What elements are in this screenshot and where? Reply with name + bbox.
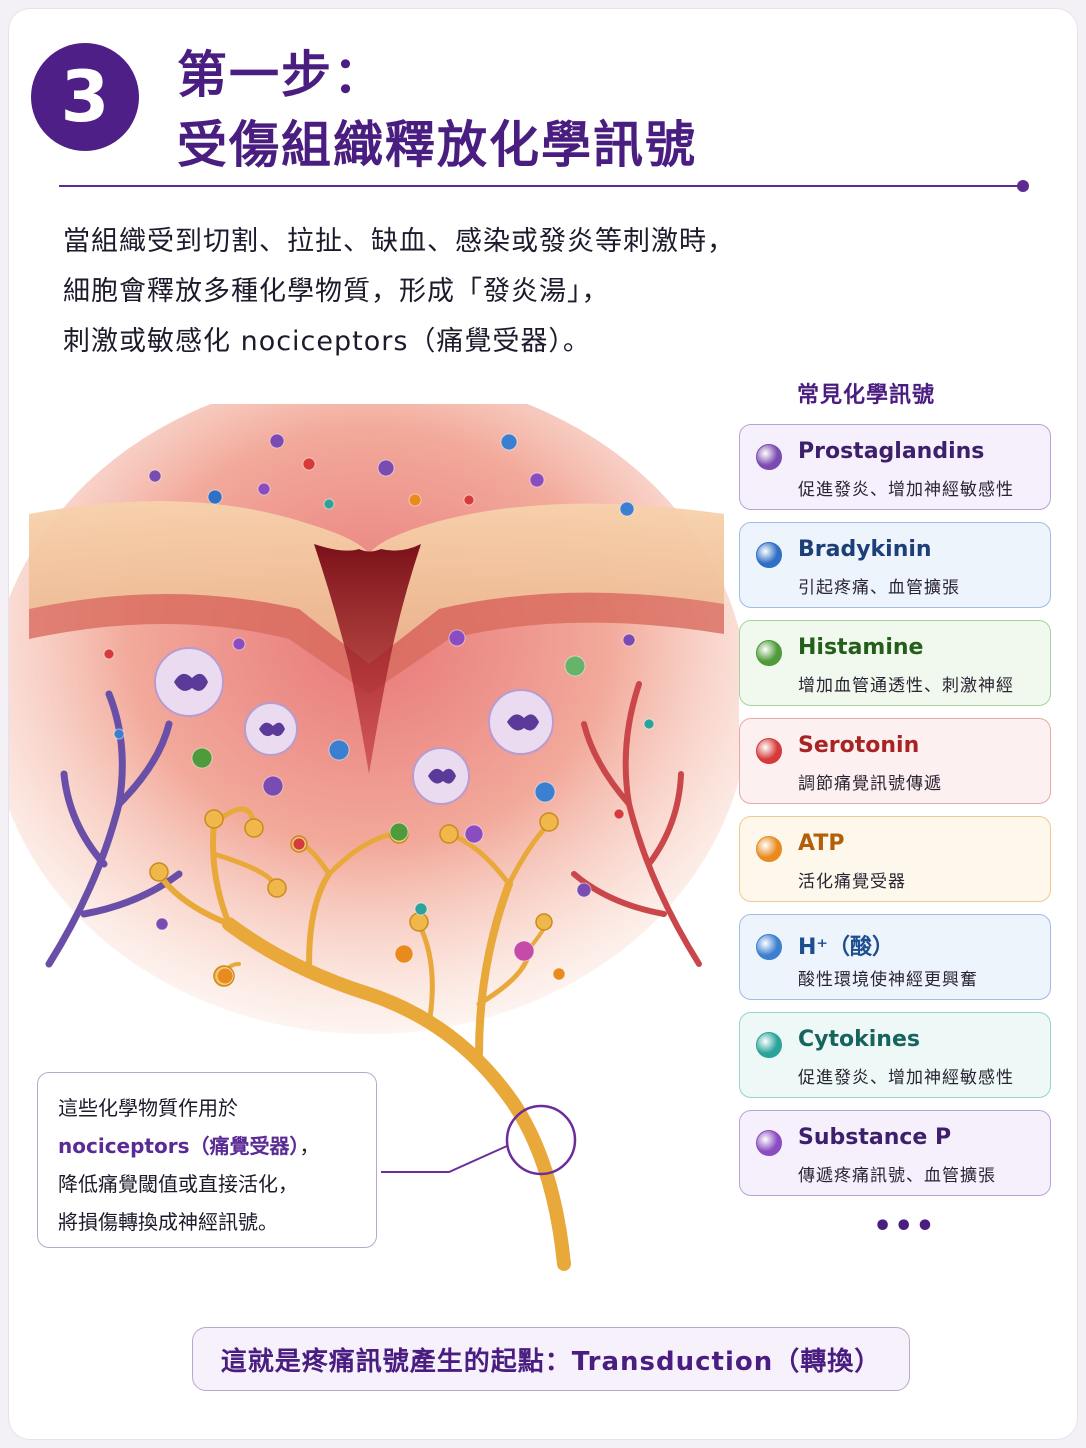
callout-line: 這些化學物質作用於	[58, 1096, 238, 1120]
blood-vessel-right-icon	[571, 681, 702, 967]
molecule-dot-icon	[756, 444, 782, 470]
page-title-line1: 第一步：	[177, 46, 385, 104]
signal-card: Substance P 傳遞疼痛訊號、血管擴張	[739, 1110, 1051, 1196]
molecule-dot-icon	[756, 1130, 782, 1156]
signal-description: 引起疼痛、血管擴張	[798, 578, 960, 598]
intro-paragraph: 當組織受到切割、拉扯、缺血、感染或發炎等刺激時， 細胞會釋放多種化學物質，形成「…	[63, 217, 863, 367]
divider-end-dot	[1017, 180, 1029, 192]
signal-description: 酸性環境使神經更興奮	[798, 970, 978, 990]
molecule-dot-icon	[756, 836, 782, 862]
callout-accent-text: nociceptors（痛覺受器）	[58, 1134, 300, 1158]
signal-name: Cytokines	[798, 1027, 920, 1052]
step-number-badge: 3	[31, 43, 139, 151]
signal-name: Histamine	[798, 635, 924, 660]
callout-line: nociceptors（痛覺受器），	[58, 1127, 356, 1165]
callout-line: 將損傷轉換成神經訊號。	[58, 1210, 278, 1234]
signal-card: Histamine 增加血管通透性、刺激神經	[739, 620, 1051, 706]
intro-line: 細胞會釋放多種化學物質，形成「發炎湯」，	[63, 276, 610, 307]
molecule-dot-icon	[756, 738, 782, 764]
intro-line: 當組織受到切割、拉扯、缺血、感染或發炎等刺激時，	[63, 226, 735, 257]
signal-name: H⁺（酸）	[798, 935, 895, 960]
signal-card: H⁺（酸） 酸性環境使神經更興奮	[739, 914, 1051, 1000]
signal-description: 促進發炎、增加神經敏感性	[798, 480, 1014, 500]
callout-text: ，	[299, 1134, 320, 1158]
zoom-indicator	[381, 1104, 577, 1176]
signal-description: 調節痛覺訊號傳遞	[798, 774, 942, 794]
signal-name: Bradykinin	[798, 537, 932, 562]
signal-description: 傳遞疼痛訊號、血管擴張	[798, 1166, 996, 1186]
mechanism-callout: 這些化學物質作用於 nociceptors（痛覺受器）， 降低痛覺閾值或直接活化…	[37, 1072, 377, 1248]
signal-card: Serotonin 調節痛覺訊號傳遞	[739, 718, 1051, 804]
signal-description: 活化痛覺受器	[798, 872, 906, 892]
injured-tissue-illustration	[9, 404, 739, 1271]
page-title-line2: 受傷組織釋放化學訊號	[177, 116, 697, 174]
signal-name: Serotonin	[798, 733, 920, 758]
infographic-page: 3 第一步： 受傷組織釋放化學訊號 當組織受到切割、拉扯、缺血、感染或發炎等刺激…	[8, 8, 1078, 1440]
signal-card: Bradykinin 引起疼痛、血管擴張	[739, 522, 1051, 608]
wound-icon	[314, 544, 421, 774]
intro-line: 刺激或敏感化 nociceptors（痛覺受器）。	[63, 326, 591, 357]
signal-card: Cytokines 促進發炎、增加神經敏感性	[739, 1012, 1051, 1098]
signal-name: Substance P	[798, 1125, 952, 1150]
immune-cell-icons	[154, 647, 554, 805]
signal-name: Prostaglandins	[798, 439, 985, 464]
more-signals-indicator: •••	[873, 1209, 937, 1244]
molecule-dot-icon	[756, 640, 782, 666]
chemical-molecule-icons	[103, 433, 655, 985]
signal-description: 促進發炎、增加神經敏感性	[798, 1068, 1014, 1088]
molecule-dot-icon	[756, 1032, 782, 1058]
conclusion-text: 這就是疼痛訊號產生的起點：Transduction（轉換）	[220, 1346, 882, 1377]
molecule-dot-icon	[756, 934, 782, 960]
signal-name: ATP	[798, 831, 845, 856]
signals-heading: 常見化學訊號	[797, 383, 936, 408]
title-divider	[59, 185, 1025, 187]
signal-description: 增加血管通透性、刺激神經	[798, 676, 1014, 696]
molecule-dot-icon	[756, 542, 782, 568]
signal-card: ATP 活化痛覺受器	[739, 816, 1051, 902]
conclusion-banner: 這就是疼痛訊號產生的起點：Transduction（轉換）	[192, 1327, 910, 1391]
signal-card: Prostaglandins 促進發炎、增加神經敏感性	[739, 424, 1051, 510]
callout-line: 降低痛覺閾值或直接活化，	[58, 1172, 298, 1196]
